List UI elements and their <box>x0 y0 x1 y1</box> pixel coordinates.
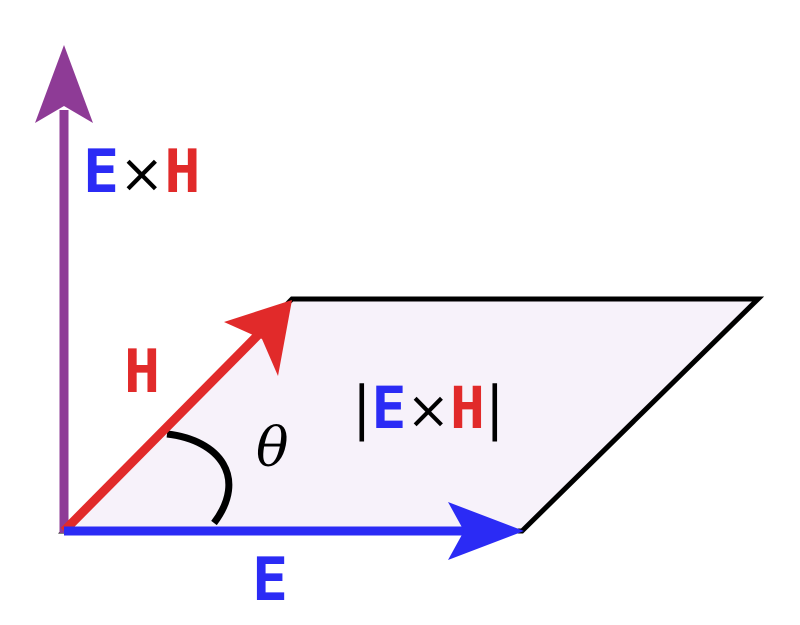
h-vector-arrowhead <box>224 300 292 376</box>
magnitude-open-bar: | <box>352 374 372 442</box>
magnitude-label: |E×H| <box>352 374 505 442</box>
cross-label-e: E <box>83 137 119 207</box>
magnitude-close-bar: | <box>485 374 505 442</box>
angle-label: θ <box>256 416 289 479</box>
cross-label-h: H <box>164 137 200 207</box>
e-vector-arrowhead <box>448 502 524 560</box>
cross-product-arrowhead <box>35 45 93 123</box>
magnitude-op: × <box>406 381 450 441</box>
cross-label-op: × <box>119 142 164 205</box>
cross-product-label: E×H <box>83 137 201 207</box>
e-vector-label: E <box>252 545 288 615</box>
h-vector-label: H <box>124 337 160 407</box>
magnitude-e: E <box>372 374 407 442</box>
h-vector <box>60 329 264 535</box>
magnitude-h: H <box>450 374 485 442</box>
angle-arc <box>166 430 233 526</box>
